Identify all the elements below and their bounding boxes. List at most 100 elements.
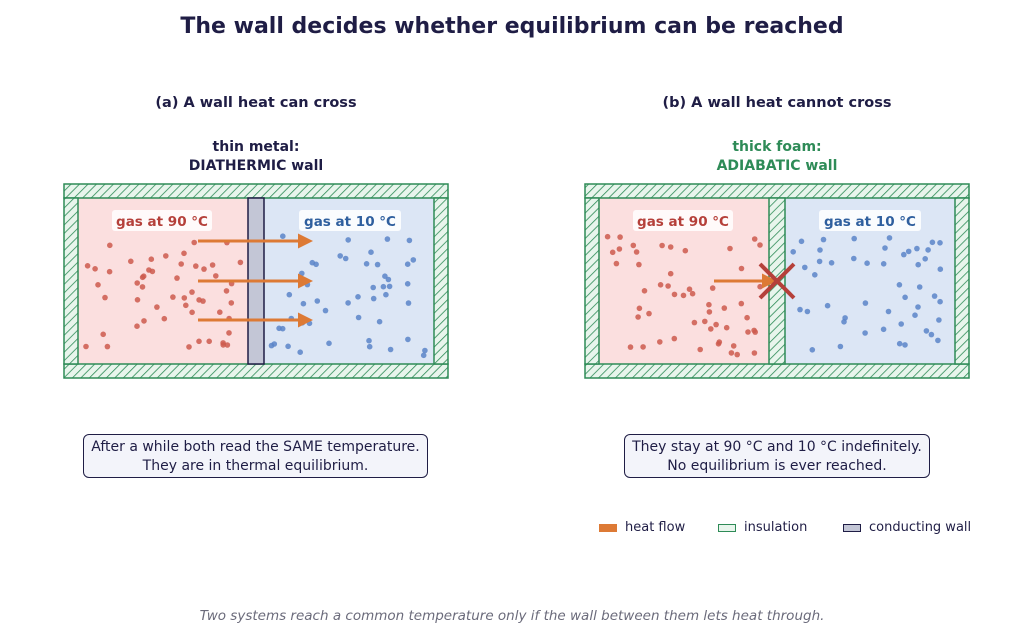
gas-particle [886,235,893,241]
gas-particle [223,288,230,294]
panel-a-cold-label: gas at 10 °C [304,214,396,230]
panel-a-insulation-bottom [63,363,449,379]
gas-particle [385,276,392,283]
gas-particle [224,342,231,348]
gas-particle [915,261,921,268]
gas-particle [896,340,903,347]
gas-particle [790,249,796,255]
gas-particle [355,314,362,321]
gas-particle [706,301,712,308]
gas-particle [304,281,311,288]
gas-particle [384,236,391,242]
gas-particle [659,242,665,249]
gas-particle [366,337,372,344]
heat-flow-swatch [599,523,617,532]
gas-particle [837,343,844,350]
gas-particle [721,305,728,311]
gas-particle [916,284,923,290]
gas-particle [751,236,758,242]
gas-particle [368,249,374,255]
gas-particle [322,307,329,314]
gas-particle [738,265,745,272]
gas-particle [745,329,751,335]
gas-particle [708,326,714,332]
gas-particle [709,285,716,291]
gas-particle [905,248,912,255]
gas-particle [189,289,195,295]
gas-particle [723,324,730,331]
gas-particle [406,237,413,244]
gas-particle [738,300,745,307]
gas-particle [641,288,648,294]
figure-title: The wall decides whether equilibrium can… [180,14,844,39]
panel-b-insulation-top [584,183,970,199]
legend-heat-flow-label: heat flow [625,520,686,535]
gas-particle [706,309,713,315]
gas-particle [139,284,146,290]
gas-particle [937,240,943,246]
gas-particle [200,298,206,304]
gas-particle [297,349,304,356]
gas-particle [657,282,664,288]
gas-particle [178,261,184,267]
gas-particle [812,272,818,278]
gas-particle [106,268,113,275]
gas-particle [880,326,887,333]
gas-particle [174,275,180,281]
panel-b-note-line1: They stay at 90 °C and 10 °C indefinitel… [632,439,922,455]
gas-particle [804,308,811,315]
gas-particle [751,350,758,356]
conducting-wall-swatch [843,523,861,532]
gas-particle [633,249,640,255]
gas-particle [193,263,199,269]
gas-particle [92,266,98,272]
gas-particle [95,282,101,288]
gas-particle [217,309,223,316]
gas-particle [387,346,394,353]
gas-particle [220,342,226,348]
gas-particle [882,245,888,251]
panel-a-wall-label-line1: thin metal: [212,139,300,155]
gas-particle [383,291,389,298]
gas-particle [83,343,89,350]
gas-particle [141,318,147,324]
gas-particle [366,343,373,350]
gas-particle [936,317,942,323]
gas-particle [345,237,352,243]
gas-particle [797,306,803,313]
gas-particle [923,328,930,334]
figure-caption: Two systems reach a common temperature o… [199,608,825,624]
gas-particle [902,342,908,348]
gas-particle [925,247,931,253]
gas-particle [613,260,620,267]
gas-particle [885,308,892,315]
panel-a-title: (a) A wall heat can cross [155,95,357,111]
gas-particle [102,294,108,301]
panel-b-cold-label: gas at 10 °C [824,214,916,230]
gas-particle [326,340,332,347]
gas-particle [206,338,212,345]
gas-particle [667,270,674,277]
gas-particle [604,233,611,240]
panel-b-hot-label-bg [633,210,733,231]
gas-particle [382,273,388,280]
gas-particle [355,294,361,300]
gas-particle [802,264,808,271]
gas-particle [630,242,637,249]
gas-particle [370,295,377,302]
panel-a-hot-label-bg [112,210,212,231]
legend-heat-flow: heat flow [599,520,685,535]
gas-particle [285,343,291,350]
legend-insulation: insulation [718,520,807,535]
gas-particle [300,300,307,307]
gas-particle [757,283,763,290]
gas-particle [928,331,935,338]
panel-b-wall-label-line1: thick foam: [732,139,822,155]
panel-a-container: gas at 90 °C gas at 10 °C [63,183,449,379]
gas-particle [702,318,708,325]
gas-particle [691,319,698,326]
gas-particle [751,327,757,334]
gas-particle [186,344,192,350]
gas-particle [636,305,643,312]
